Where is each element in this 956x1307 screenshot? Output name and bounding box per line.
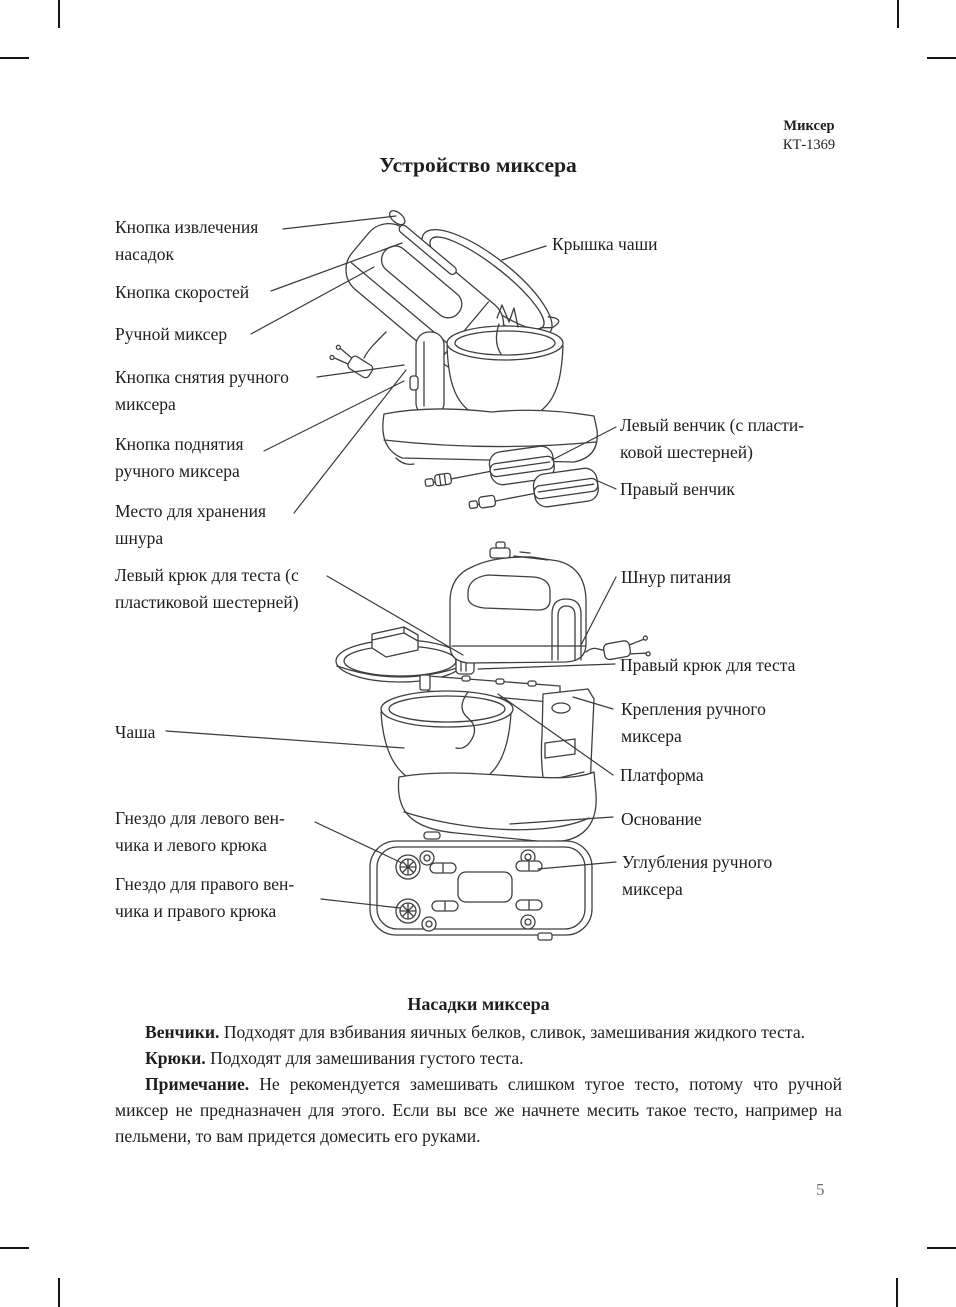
recess-slots-illustration <box>429 860 543 912</box>
label-right-dough-hook: Правый крюк для теста <box>620 655 796 675</box>
label-base: Основание <box>621 809 702 829</box>
label-mixer-lift-button: Кнопка поднятия ручного миксера <box>115 434 244 481</box>
dough-bowl-illustration <box>380 690 514 792</box>
paragraph-hooks-term: Крюки. <box>145 1048 206 1068</box>
label-left-dough-hook: Левый крюк для теста (с пластиковой шест… <box>115 565 299 612</box>
stored-plug-illustration <box>329 331 387 379</box>
paragraph-hooks: Крюки. Подходят для замешивания густого … <box>115 1045 842 1071</box>
crop-mark-top-left-vertical <box>58 0 60 28</box>
paragraph-note-text: Не рекомендуется замешивать слишком туго… <box>115 1074 842 1146</box>
paragraph-beaters: Венчики. Подходят для взбивания яичных б… <box>115 1019 842 1045</box>
hand-mixer-docked-illustration <box>449 541 587 664</box>
dough-hook-illustration <box>455 691 476 750</box>
platform-illustration <box>419 674 561 704</box>
crop-mark-top-right-horizontal <box>927 57 956 59</box>
label-mixer-recesses: Углубления ручного миксера <box>622 852 773 899</box>
crop-mark-bottom-right-horizontal <box>927 1247 956 1249</box>
label-bowl-lid: Крышка чаши <box>552 234 658 254</box>
label-right-socket: Гнездо для правого вен- чика и правого к… <box>115 874 295 921</box>
product-name: Миксер <box>783 118 835 134</box>
label-speed-button: Кнопка скоростей <box>115 282 250 302</box>
crop-mark-bottom-left-horizontal <box>0 1247 29 1249</box>
crop-mark-bottom-right-vertical <box>896 1278 898 1307</box>
label-left-beater: Левый венчик (с пласти- ковой шестерней) <box>620 415 805 462</box>
label-platform: Платформа <box>620 765 704 785</box>
stand-arm-illustration <box>409 331 445 417</box>
leader-lines <box>165 215 617 909</box>
crop-mark-bottom-left-vertical <box>58 1278 60 1307</box>
base-underside-illustration <box>369 840 593 941</box>
power-cord-illustration <box>585 635 651 661</box>
base-illustration-middle <box>397 771 597 849</box>
label-left-socket: Гнездо для левого вен- чика и левого крю… <box>115 808 285 855</box>
label-right-beater: Правый венчик <box>620 479 735 499</box>
product-model: КТ-1369 <box>782 137 836 153</box>
paragraph-note: Примечание. Не рекомендуется замешивать … <box>115 1071 842 1149</box>
label-cord-storage: Место для хранения шнура <box>115 501 267 548</box>
middle-illustration <box>335 541 651 849</box>
page-number: 5 <box>816 1180 825 1199</box>
label-mixer-release-button: Кнопка снятия ручного миксера <box>115 367 289 414</box>
paragraph-note-term: Примечание. <box>145 1074 250 1094</box>
paragraph-hooks-text: Подходят для замешивания густого теста. <box>205 1048 524 1068</box>
beaters-illustration <box>424 445 599 510</box>
paragraph-beaters-term: Венчики. <box>145 1022 220 1042</box>
base-illustration-top <box>382 408 598 466</box>
label-mixer-mounts: Крепления ручного миксера <box>621 699 766 746</box>
bowl-illustration <box>446 304 564 424</box>
attachment-sockets-illustration <box>395 854 421 924</box>
product-header: Миксер КТ-1369 <box>729 117 889 155</box>
label-bowl: Чаша <box>115 722 156 742</box>
label-eject-button: Кнопка извлечения насадок <box>115 217 259 264</box>
attachments-section: Насадки миксера Венчики. Подходят для вз… <box>115 991 842 1149</box>
crop-mark-top-right-vertical <box>897 0 899 28</box>
page-title: Устройство миксера <box>379 153 577 177</box>
lid-aside-illustration <box>335 626 465 683</box>
label-power-cord: Шнур питания <box>621 567 732 587</box>
paragraph-beaters-text: Подходят для взбивания яичных белков, сл… <box>219 1022 806 1042</box>
crop-mark-top-left-horizontal <box>0 57 29 59</box>
top-illustration <box>329 210 599 510</box>
section-heading: Насадки миксера <box>407 994 550 1014</box>
label-hand-mixer: Ручной миксер <box>115 324 228 344</box>
